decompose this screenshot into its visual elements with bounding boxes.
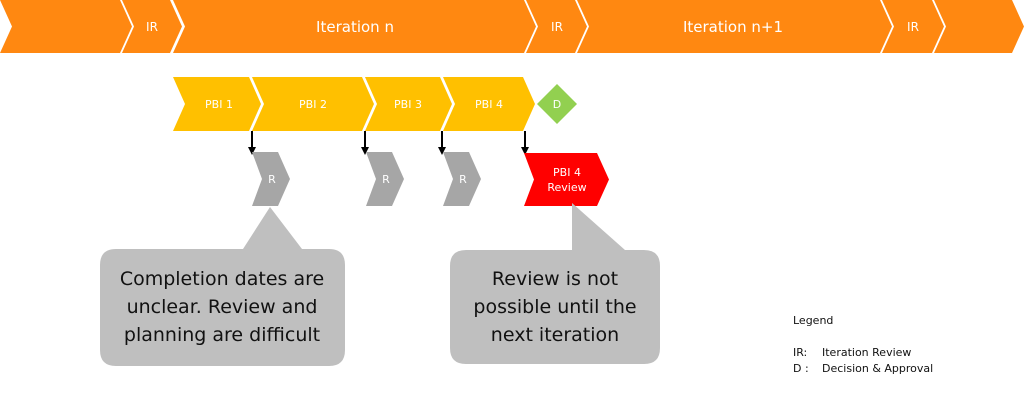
review-row: R R R PBI 4 Review xyxy=(252,152,609,206)
pbi-chevron-3 xyxy=(365,77,452,131)
callout-line: possible until the xyxy=(473,296,636,318)
timeline-segment-iteration-review xyxy=(526,0,587,53)
legend-title: Legend xyxy=(793,314,833,327)
callout-line: next iteration xyxy=(491,324,619,346)
pbi-label: PBI 1 xyxy=(205,98,233,111)
callout-line: unclear. Review and xyxy=(127,296,318,318)
pbi4-review-label-line1: PBI 4 xyxy=(553,166,581,179)
callout-completion-dates: Completion dates are unclear. Review and… xyxy=(100,207,345,366)
pbi-chevron-4 xyxy=(443,77,535,131)
pbi4-review-chevron xyxy=(524,153,609,206)
review-label: R xyxy=(459,173,467,186)
callout-line: Review is not xyxy=(492,268,618,290)
legend-key: D : xyxy=(793,362,809,375)
review-label: R xyxy=(268,173,276,186)
callout-bubble xyxy=(100,207,345,366)
callout-bubble xyxy=(450,203,660,364)
timeline-segment-label: IR xyxy=(146,20,158,34)
review-chevron-2 xyxy=(366,152,404,206)
timeline-segment-iteration-n xyxy=(173,0,536,53)
decision-label: D xyxy=(553,98,561,111)
pbi-label: PBI 4 xyxy=(475,98,503,111)
review-arrows xyxy=(248,131,529,155)
timeline-segment-end xyxy=(934,0,1024,53)
review-chevron-1 xyxy=(252,152,290,206)
timeline-segment-label: IR xyxy=(907,20,919,34)
timeline-segment-label: Iteration n+1 xyxy=(683,18,783,36)
review-chevron-3 xyxy=(443,152,481,206)
callout-line: Completion dates are xyxy=(120,268,324,290)
pbi4-review-label-line2: Review xyxy=(547,181,586,194)
iteration-timeline: IR Iteration n IR Iteration n+1 IR xyxy=(0,0,1024,53)
legend: Legend IR: Iteration Review D : Decision… xyxy=(793,314,933,375)
legend-value: Iteration Review xyxy=(822,346,911,359)
callout-line: planning are difficult xyxy=(124,324,320,346)
timeline-segment-iteration-review xyxy=(122,0,182,53)
decision-diamond xyxy=(537,84,577,124)
review-label: R xyxy=(382,173,390,186)
timeline-segment-label: IR xyxy=(551,20,563,34)
timeline-segment-iteration-review xyxy=(882,0,944,53)
pbi-row: PBI 1 PBI 2 PBI 3 PBI 4 D xyxy=(173,77,577,131)
pbi-chevron-1 xyxy=(173,77,261,131)
legend-value: Decision & Approval xyxy=(822,362,933,375)
callout-review-not-possible: Review is not possible until the next it… xyxy=(450,203,660,364)
pbi-label: PBI 3 xyxy=(394,98,422,111)
legend-key: IR: xyxy=(793,346,807,359)
timeline-segment-label: Iteration n xyxy=(316,18,394,36)
timeline-segment-iteration-n-plus-1 xyxy=(577,0,892,53)
pbi-chevron-2 xyxy=(252,77,374,131)
timeline-segment-start xyxy=(0,0,132,53)
pbi-label: PBI 2 xyxy=(299,98,327,111)
